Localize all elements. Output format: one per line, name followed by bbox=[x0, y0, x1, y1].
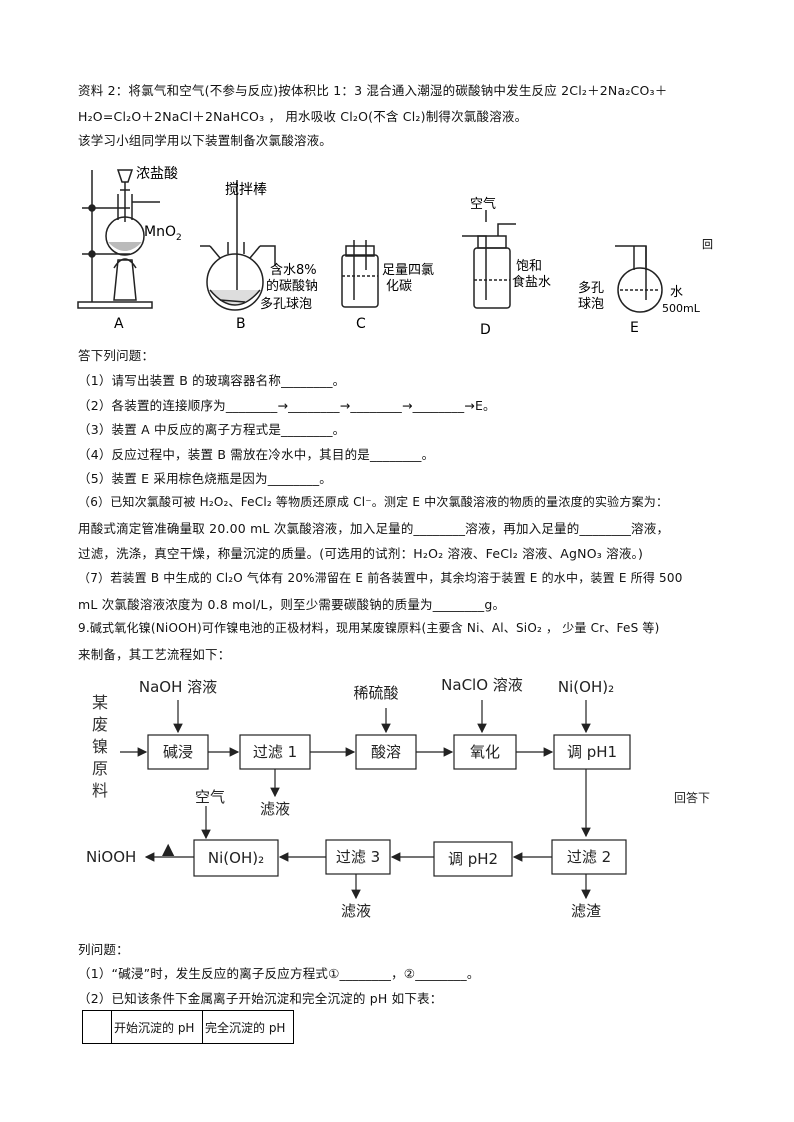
raw-material-char-4: 原 bbox=[92, 759, 108, 778]
question-2: （2）各装置的连接顺序为________→________→________→_… bbox=[78, 398, 496, 413]
question-5: （5）装置 E 采用棕色烧瓶是因为________。 bbox=[78, 471, 332, 486]
apparatus-side-text: 回 bbox=[702, 238, 713, 251]
table-header-start-ph: 开始沉淀的 pH bbox=[111, 1010, 203, 1044]
flow-box-nioh2: Ni(OH)₂ bbox=[208, 849, 264, 867]
sub-question-1: （1）“碱浸”时，发生反应的离子反应方程式①________，②________… bbox=[78, 966, 480, 981]
flow-input-air: 空气 bbox=[195, 788, 225, 806]
question-6-line-3: 过滤，洗涤，真空干燥，称量沉淀的质量。(可选用的试剂：H₂O₂ 溶液、FeCl₂… bbox=[78, 546, 644, 561]
flow-box-adjust-ph2: 调 pH2 bbox=[448, 850, 498, 868]
e-volume-label: 500mL bbox=[662, 302, 701, 315]
flow-box-filter-1: 过滤 1 bbox=[253, 743, 297, 761]
flow-box-acid-dissolve: 酸溶 bbox=[371, 743, 401, 761]
flow-residue: 滤渣 bbox=[571, 902, 601, 920]
table-header-row: 开始沉淀的 pH 完全沉淀的 pH bbox=[82, 1010, 294, 1044]
table-header-blank bbox=[82, 1010, 112, 1044]
flow-box-alkali-leach: 碱浸 bbox=[163, 743, 193, 761]
d-liquid-label-2: 食盐水 bbox=[512, 274, 551, 290]
raw-material-char-2: 废 bbox=[92, 715, 108, 734]
ph-table: 开始沉淀的 pH 完全沉淀的 pH bbox=[82, 1010, 294, 1044]
question-4: （4）反应过程中，装置 B 需放在冷水中，其目的是________。 bbox=[78, 447, 435, 462]
flow-side-text: 回答下 bbox=[674, 790, 710, 805]
question-1: （1）请写出装置 B 的玻璃容器名称________。 bbox=[78, 373, 346, 388]
flow-box-filter-3: 过滤 3 bbox=[336, 848, 380, 866]
questions-lead: 答下列问题： bbox=[78, 348, 155, 363]
b-liquid-label-2: 的碳酸钠 bbox=[266, 278, 318, 294]
e-water-label: 水 bbox=[670, 285, 683, 300]
e-bubble-label-2: 球泡 bbox=[578, 297, 604, 312]
c-liquid-label-2: 化碳 bbox=[386, 279, 412, 294]
flow-filtrate-1: 滤液 bbox=[260, 800, 290, 818]
flow-triangle-mark: ▲ bbox=[162, 839, 175, 858]
apparatus-label-a: A bbox=[114, 316, 124, 332]
apparatus-label-d: D bbox=[480, 322, 491, 338]
flow-box-filter-2: 过滤 2 bbox=[567, 848, 611, 866]
flow-input-naclo: NaClO 溶液 bbox=[441, 676, 523, 694]
d-liquid-label-1: 饱和 bbox=[516, 259, 542, 274]
flow-filtrate-2: 滤液 bbox=[341, 902, 371, 920]
flow-input-dilute-h2so4: 稀硫酸 bbox=[353, 684, 398, 702]
apparatus-label-e: E bbox=[630, 320, 639, 336]
raw-material-char-3: 镍 bbox=[92, 737, 108, 756]
table-header-complete-ph: 完全沉淀的 pH bbox=[202, 1010, 294, 1044]
d-air-label: 空气 bbox=[470, 196, 496, 212]
question-7-line-1: （7）若装置 B 中生成的 Cl₂O 气体有 20%滞留在 E 前各装置中，其余… bbox=[78, 571, 683, 585]
apparatus-label-c: C bbox=[356, 316, 366, 332]
raw-material-char-1: 某 bbox=[92, 693, 108, 712]
apparatus-figure: 浓盐酸 MnO2 搅拌棒 含水8% 的碳酸钠 多孔球泡 足量四氯 化碳 空气 饱… bbox=[77, 166, 713, 338]
c-liquid-label-1: 足量四氯 bbox=[382, 263, 434, 278]
sub-question-2: （2）已知该条件下金属离子开始沉淀和完全沉淀的 pH 如下表： bbox=[78, 991, 443, 1006]
b-rod-label: 搅拌棒 bbox=[225, 182, 267, 198]
process-flowchart: 某 废 镍 原 料 bbox=[86, 676, 710, 920]
question-9-line-2: 来制备，其工艺流程如下： bbox=[78, 647, 231, 662]
question-6-line-2: 用酸式滴定管准确量取 20.00 mL 次氯酸溶液，加入足量的________溶… bbox=[78, 521, 670, 536]
question-3: （3）装置 A 中反应的离子方程式是________。 bbox=[78, 422, 346, 437]
raw-material-char-5: 料 bbox=[92, 781, 108, 800]
intro-line-3: 该学习小组同学用以下装置制备次氯酸溶液。 bbox=[78, 133, 333, 148]
apparatus-label-b: B bbox=[236, 316, 246, 332]
flow-product-niooh: NiOOH bbox=[86, 848, 136, 866]
question-7-line-2: mL 次氯酸溶液浓度为 0.8 mol/L，则至少需要碳酸钠的质量为______… bbox=[78, 597, 506, 612]
e-bubble-label-1: 多孔 bbox=[578, 280, 604, 296]
intro-line-2: H₂O=Cl₂O＋2NaCl＋2NaHCO₃ ， 用水吸收 Cl₂O(不含 Cl… bbox=[78, 109, 528, 124]
flow-box-adjust-ph1: 调 pH1 bbox=[567, 743, 617, 761]
question-9-line-1: 9.碱式氧化镍(NiOOH)可作镍电池的正极材料，现用某废镍原料(主要含 Ni、… bbox=[78, 621, 660, 635]
intro-line-1: 资料 2：将氯气和空气(不参与反应)按体积比 1：3 混合通入潮湿的碳酸钠中发生… bbox=[78, 83, 668, 98]
tail-lead: 列问题： bbox=[78, 942, 129, 957]
flow-input-nioh2: Ni(OH)₂ bbox=[558, 678, 614, 696]
question-6-line-1: （6）已知次氯酸可被 H₂O₂、FeCl₂ 等物质还原成 Cl⁻。测定 E 中次… bbox=[78, 495, 669, 509]
b-liquid-label-1: 含水8% bbox=[270, 262, 317, 278]
b-bubble-label: 多孔球泡 bbox=[260, 296, 312, 312]
flow-box-oxidize: 氧化 bbox=[470, 743, 500, 761]
a-reagent-label: 浓盐酸 bbox=[136, 166, 178, 182]
flow-input-naoh: NaOH 溶液 bbox=[139, 678, 217, 696]
a-solid-label: MnO2 bbox=[144, 224, 182, 243]
